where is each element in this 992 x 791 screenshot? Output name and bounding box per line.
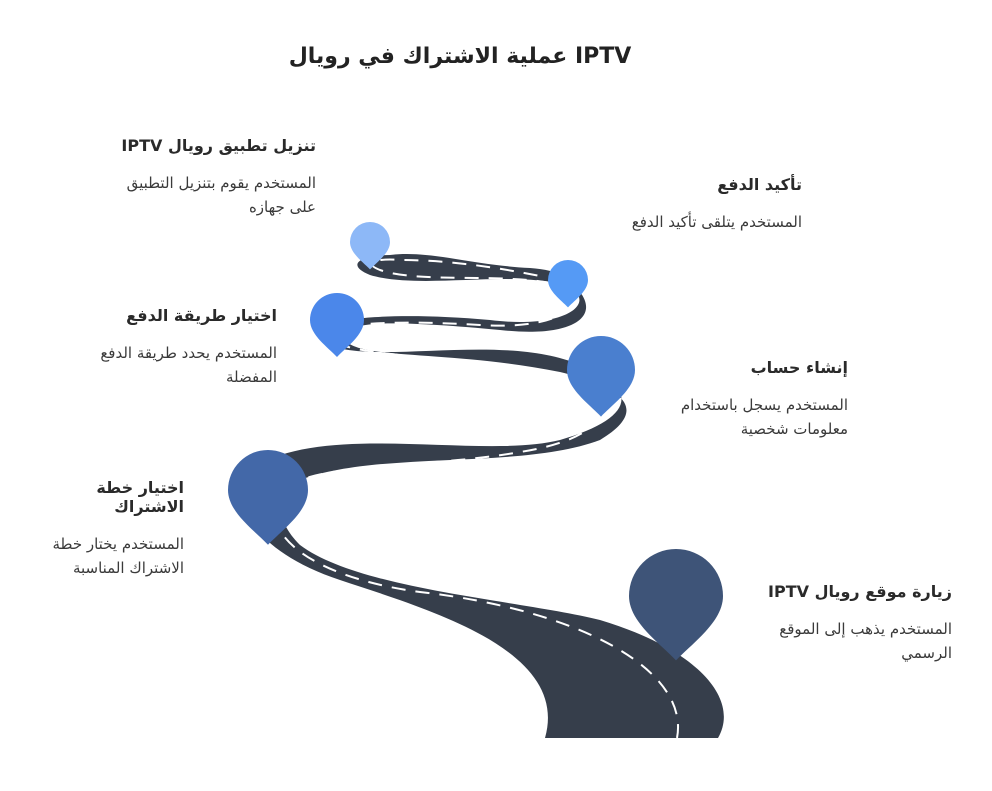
step-create-account: إنشاء حساب المستخدم يسجل باستخدام معلوما… xyxy=(668,358,848,441)
step-title: اختيار طريقة الدفع xyxy=(126,306,277,325)
map-pin-icon xyxy=(629,549,723,661)
step-description: المستخدم يختار خطة الاشتراك المناسبة xyxy=(52,535,184,577)
step-payment-confirm: تأكيد الدفع المستخدم يتلقى تأكيد الدفع xyxy=(610,175,802,234)
map-pin-icon xyxy=(567,336,635,417)
step-download-app: تنزيل تطبيق رويال IPTV المستخدم يقوم بتن… xyxy=(110,136,316,219)
map-pin-icon xyxy=(548,260,588,308)
map-pin-icon xyxy=(350,222,390,270)
page-title: عملية الاشتراك في رويال IPTV xyxy=(288,44,632,69)
step-title: تأكيد الدفع xyxy=(717,175,802,194)
step-visit-site: زيارة موقع رويال IPTV المستخدم يذهب إلى … xyxy=(740,582,952,665)
map-pin-icon xyxy=(310,293,364,357)
step-choose-plan: اختيار خطة الاشتراك المستخدم يختار خطة ا… xyxy=(28,478,184,580)
step-description: المستخدم يحدد طريقة الدفع المفضلة xyxy=(100,344,277,386)
step-description: المستخدم يتلقى تأكيد الدفع xyxy=(631,213,802,231)
step-title: إنشاء حساب xyxy=(750,358,848,377)
step-title: زيارة موقع رويال IPTV xyxy=(768,582,952,601)
road-shape xyxy=(242,253,724,738)
step-markers xyxy=(228,222,723,661)
step-payment-method: اختيار طريقة الدفع المستخدم يحدد طريقة ا… xyxy=(95,306,277,389)
step-title: تنزيل تطبيق رويال IPTV xyxy=(121,136,316,155)
step-description: المستخدم يسجل باستخدام معلومات شخصية xyxy=(680,396,848,438)
lane-marking xyxy=(272,258,680,739)
step-title: اختيار خطة الاشتراك xyxy=(96,478,184,516)
step-description: المستخدم يقوم بتنزيل التطبيق على جهازه xyxy=(126,174,316,216)
winding-road xyxy=(242,253,724,739)
step-description: المستخدم يذهب إلى الموقع الرسمي xyxy=(779,620,952,662)
map-pin-icon xyxy=(228,450,308,545)
